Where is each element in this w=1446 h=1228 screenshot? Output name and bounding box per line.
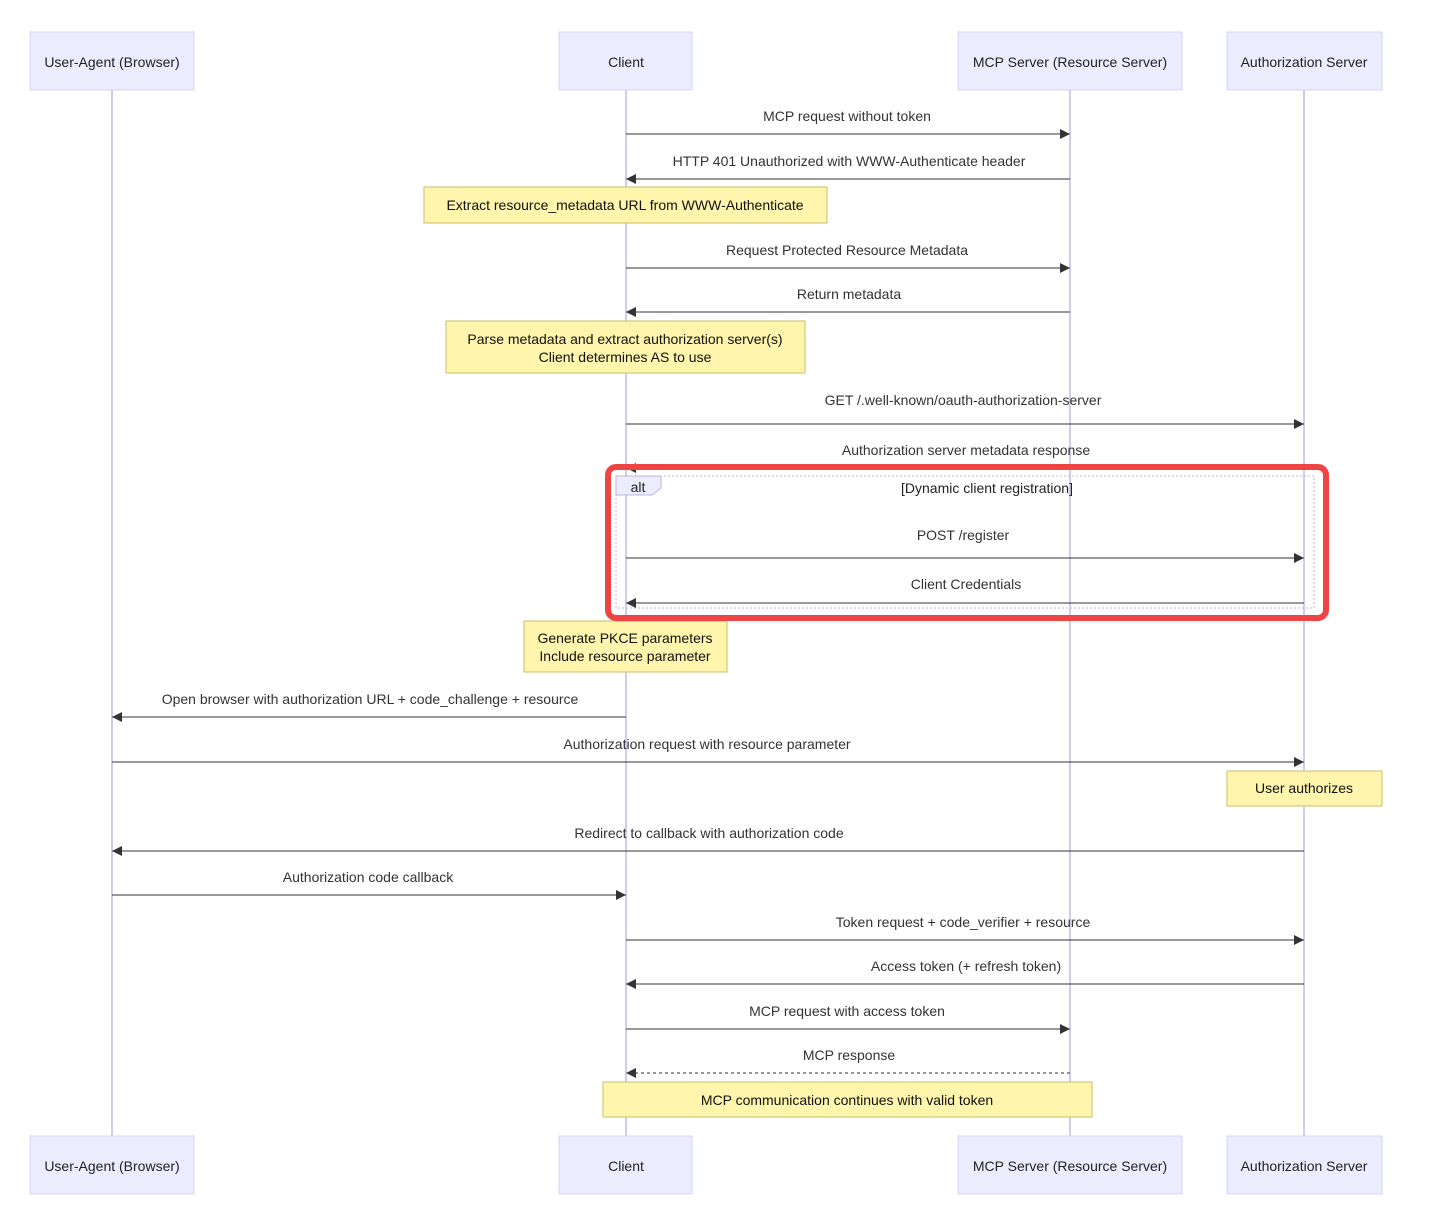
messages: MCP request without token HTTP 401 Unaut…: [112, 108, 1304, 1078]
participant-mcp-server: MCP Server (Resource Server): [957, 31, 1183, 91]
note-extract-metadata: Extract resource_metadata URL from WWW-A…: [423, 186, 828, 224]
note-generate-pkce: Generate PKCE parameters Include resourc…: [523, 620, 728, 673]
message-label: Client Credentials: [911, 576, 1022, 592]
notes: Extract resource_metadata URL from WWW-A…: [423, 186, 1383, 1118]
note-text: Generate PKCE parameters: [537, 630, 712, 646]
message-label: POST /register: [917, 527, 1010, 543]
message-label: Return metadata: [797, 286, 901, 302]
note-text: Include resource parameter: [539, 648, 711, 664]
participant-label: MCP Server (Resource Server): [973, 1158, 1167, 1174]
alt-frame: [615, 475, 1315, 609]
message-16: MCP response: [626, 1047, 1070, 1078]
message-label: GET /.well-known/oauth-authorization-ser…: [825, 392, 1102, 408]
message-13: Token request + code_verifier + resource: [626, 914, 1304, 945]
alt-tag-box: [615, 475, 662, 496]
participant-user-agent-bottom: User-Agent (Browser): [29, 1135, 195, 1195]
message-label: Redirect to callback with authorization …: [574, 825, 843, 841]
participant-label: User-Agent (Browser): [44, 1158, 179, 1174]
message-8: Client Credentials: [626, 576, 1304, 608]
message-11: Redirect to callback with authorization …: [112, 825, 1304, 856]
participant-label: Authorization Server: [1241, 54, 1368, 70]
message-label: MCP request with access token: [749, 1003, 945, 1019]
message-1: MCP request without token: [626, 108, 1070, 139]
message-2: HTTP 401 Unauthorized with WWW-Authentic…: [626, 153, 1070, 184]
alt-tag-label: alt: [631, 479, 646, 495]
message-15: MCP request with access token: [626, 1003, 1070, 1034]
message-3: Request Protected Resource Metadata: [626, 242, 1070, 273]
message-label: Request Protected Resource Metadata: [726, 242, 968, 258]
participant-label: User-Agent (Browser): [44, 54, 179, 70]
participant-client-bottom: Client: [558, 1135, 693, 1195]
participant-authorization-server-bottom: Authorization Server: [1226, 1135, 1383, 1195]
participant-label: Client: [608, 54, 644, 70]
participants-top: User-Agent (Browser) Client MCP Server (…: [29, 31, 1383, 91]
message-label: Authorization code callback: [283, 869, 454, 885]
note-text: Client determines AS to use: [539, 349, 712, 365]
note-text: MCP communication continues with valid t…: [701, 1092, 993, 1108]
message-10: Authorization request with resource para…: [112, 736, 1304, 767]
participant-authorization-server: Authorization Server: [1226, 31, 1383, 91]
participant-client: Client: [558, 31, 693, 91]
message-label: Access token (+ refresh token): [871, 958, 1061, 974]
note-text: Extract resource_metadata URL from WWW-A…: [446, 197, 803, 213]
note-parse-metadata: Parse metadata and extract authorization…: [445, 320, 806, 374]
message-label: Authorization request with resource para…: [563, 736, 850, 752]
message-4: Return metadata: [626, 286, 1070, 317]
message-label: Authorization server metadata response: [842, 442, 1090, 458]
message-9: Open browser with authorization URL + co…: [112, 691, 626, 722]
participant-label: MCP Server (Resource Server): [973, 54, 1167, 70]
participants-bottom: User-Agent (Browser) Client MCP Server (…: [29, 1135, 1383, 1195]
note-user-authorizes: User authorizes: [1226, 770, 1383, 807]
message-label: MCP request without token: [763, 108, 931, 124]
participant-label: Client: [608, 1158, 644, 1174]
note-communication-continues: MCP communication continues with valid t…: [602, 1081, 1093, 1118]
lifelines: [111, 90, 1305, 1136]
message-12: Authorization code callback: [112, 869, 626, 900]
message-14: Access token (+ refresh token): [626, 958, 1304, 989]
participant-mcp-server-bottom: MCP Server (Resource Server): [957, 1135, 1183, 1195]
highlight-box: [605, 464, 1329, 621]
participant-label: Authorization Server: [1241, 1158, 1368, 1174]
message-label: Open browser with authorization URL + co…: [162, 691, 579, 707]
participant-user-agent: User-Agent (Browser): [29, 31, 195, 91]
message-label: HTTP 401 Unauthorized with WWW-Authentic…: [673, 153, 1026, 169]
message-5: GET /.well-known/oauth-authorization-ser…: [626, 392, 1304, 429]
note-text: User authorizes: [1255, 780, 1353, 796]
message-label: Token request + code_verifier + resource: [836, 914, 1091, 930]
alt-condition-label: [Dynamic client registration]: [901, 480, 1073, 496]
note-text: Parse metadata and extract authorization…: [467, 331, 782, 347]
message-label: MCP response: [803, 1047, 896, 1063]
message-7: POST /register: [626, 527, 1304, 563]
alt-block: alt [Dynamic client registration]: [615, 475, 1315, 609]
